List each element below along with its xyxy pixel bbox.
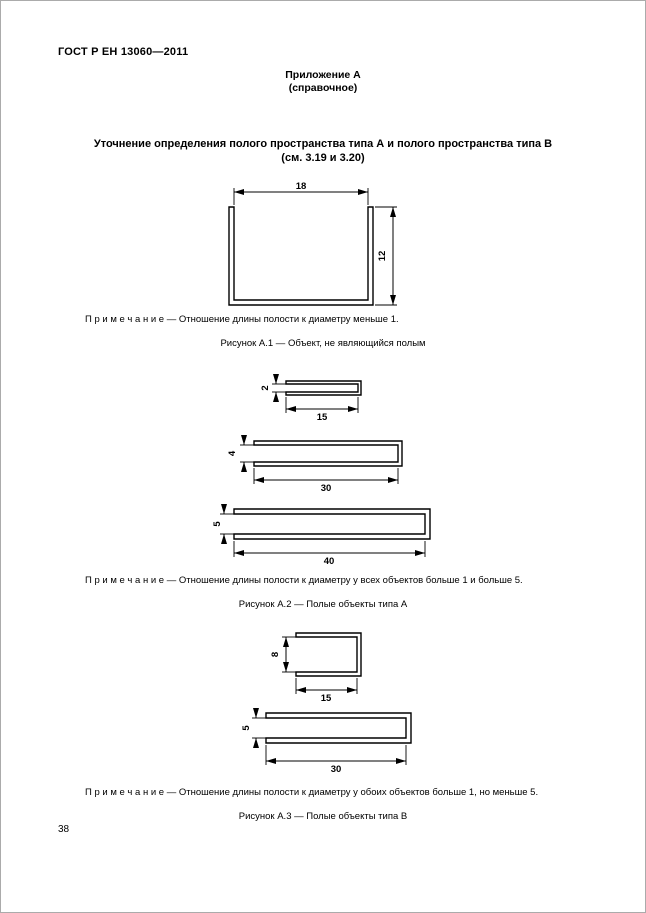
dimension-width: 18 bbox=[233, 181, 369, 205]
appendix-title: Приложение А bbox=[285, 69, 361, 81]
dim-label-height: 12 bbox=[377, 251, 388, 262]
dim-label-length: 15 bbox=[317, 412, 328, 423]
figure-a1-caption: Рисунок А.1 — Объект, не являющийся полы… bbox=[220, 338, 426, 349]
figure-a1-drawing: 18 12 bbox=[228, 181, 397, 306]
hollow-object-1: 8 15 bbox=[270, 632, 362, 704]
page-number: 38 bbox=[58, 824, 70, 835]
dim-label-height: 4 bbox=[227, 450, 238, 456]
hollow-object-outline bbox=[295, 632, 362, 677]
figure-a2-caption: Рисунок А.2 — Полые объекты типа А bbox=[238, 599, 408, 610]
document-header: ГОСТ Р ЕН 13060—2011 bbox=[58, 46, 189, 58]
hollow-object-outline bbox=[233, 508, 431, 540]
dim-label-length: 30 bbox=[331, 764, 342, 775]
dim-label-height: 2 bbox=[260, 385, 271, 390]
appendix-block: Приложение А (справочное) bbox=[1, 69, 645, 95]
figure-a3-drawing: 8 15 5 30 bbox=[241, 632, 412, 775]
dim-label-length: 15 bbox=[321, 693, 332, 704]
dim-label-height: 8 bbox=[270, 652, 281, 657]
dim-label-length: 30 bbox=[321, 483, 332, 494]
main-title: Уточнение определения полого пространств… bbox=[41, 137, 605, 165]
figure-a3-note: П р и м е ч а н и е — Отношение длины по… bbox=[85, 787, 539, 798]
dimension-height: 12 bbox=[375, 206, 397, 306]
dim-label-width: 18 bbox=[296, 181, 307, 192]
hollow-object-outline bbox=[265, 712, 412, 744]
vessel-outline bbox=[228, 206, 374, 306]
main-title-line2: (см. 3.19 и 3.20) bbox=[281, 152, 365, 164]
dim-label-length: 40 bbox=[324, 556, 335, 567]
main-title-line1: Уточнение определения полого пространств… bbox=[93, 138, 553, 150]
hollow-object-3: 5 40 bbox=[212, 504, 431, 567]
hollow-object-1: 2 15 bbox=[260, 374, 362, 423]
dim-label-height: 5 bbox=[241, 725, 252, 731]
appendix-subtitle: (справочное) bbox=[288, 82, 358, 94]
figure-a2-drawing: 2 15 4 30 5 bbox=[212, 374, 431, 567]
figure-a3-caption: Рисунок А.3 — Полые объекты типа В bbox=[238, 811, 408, 822]
hollow-object-outline bbox=[253, 440, 403, 467]
hollow-object-2: 4 30 bbox=[227, 435, 403, 494]
hollow-object-2: 5 30 bbox=[241, 708, 412, 775]
dim-label-height: 5 bbox=[212, 521, 223, 527]
figure-a1-note: П р и м е ч а н и е — Отношение длины по… bbox=[85, 314, 399, 325]
figure-a2-note: П р и м е ч а н и е — Отношение длины по… bbox=[85, 575, 523, 586]
hollow-object-outline bbox=[285, 380, 362, 396]
